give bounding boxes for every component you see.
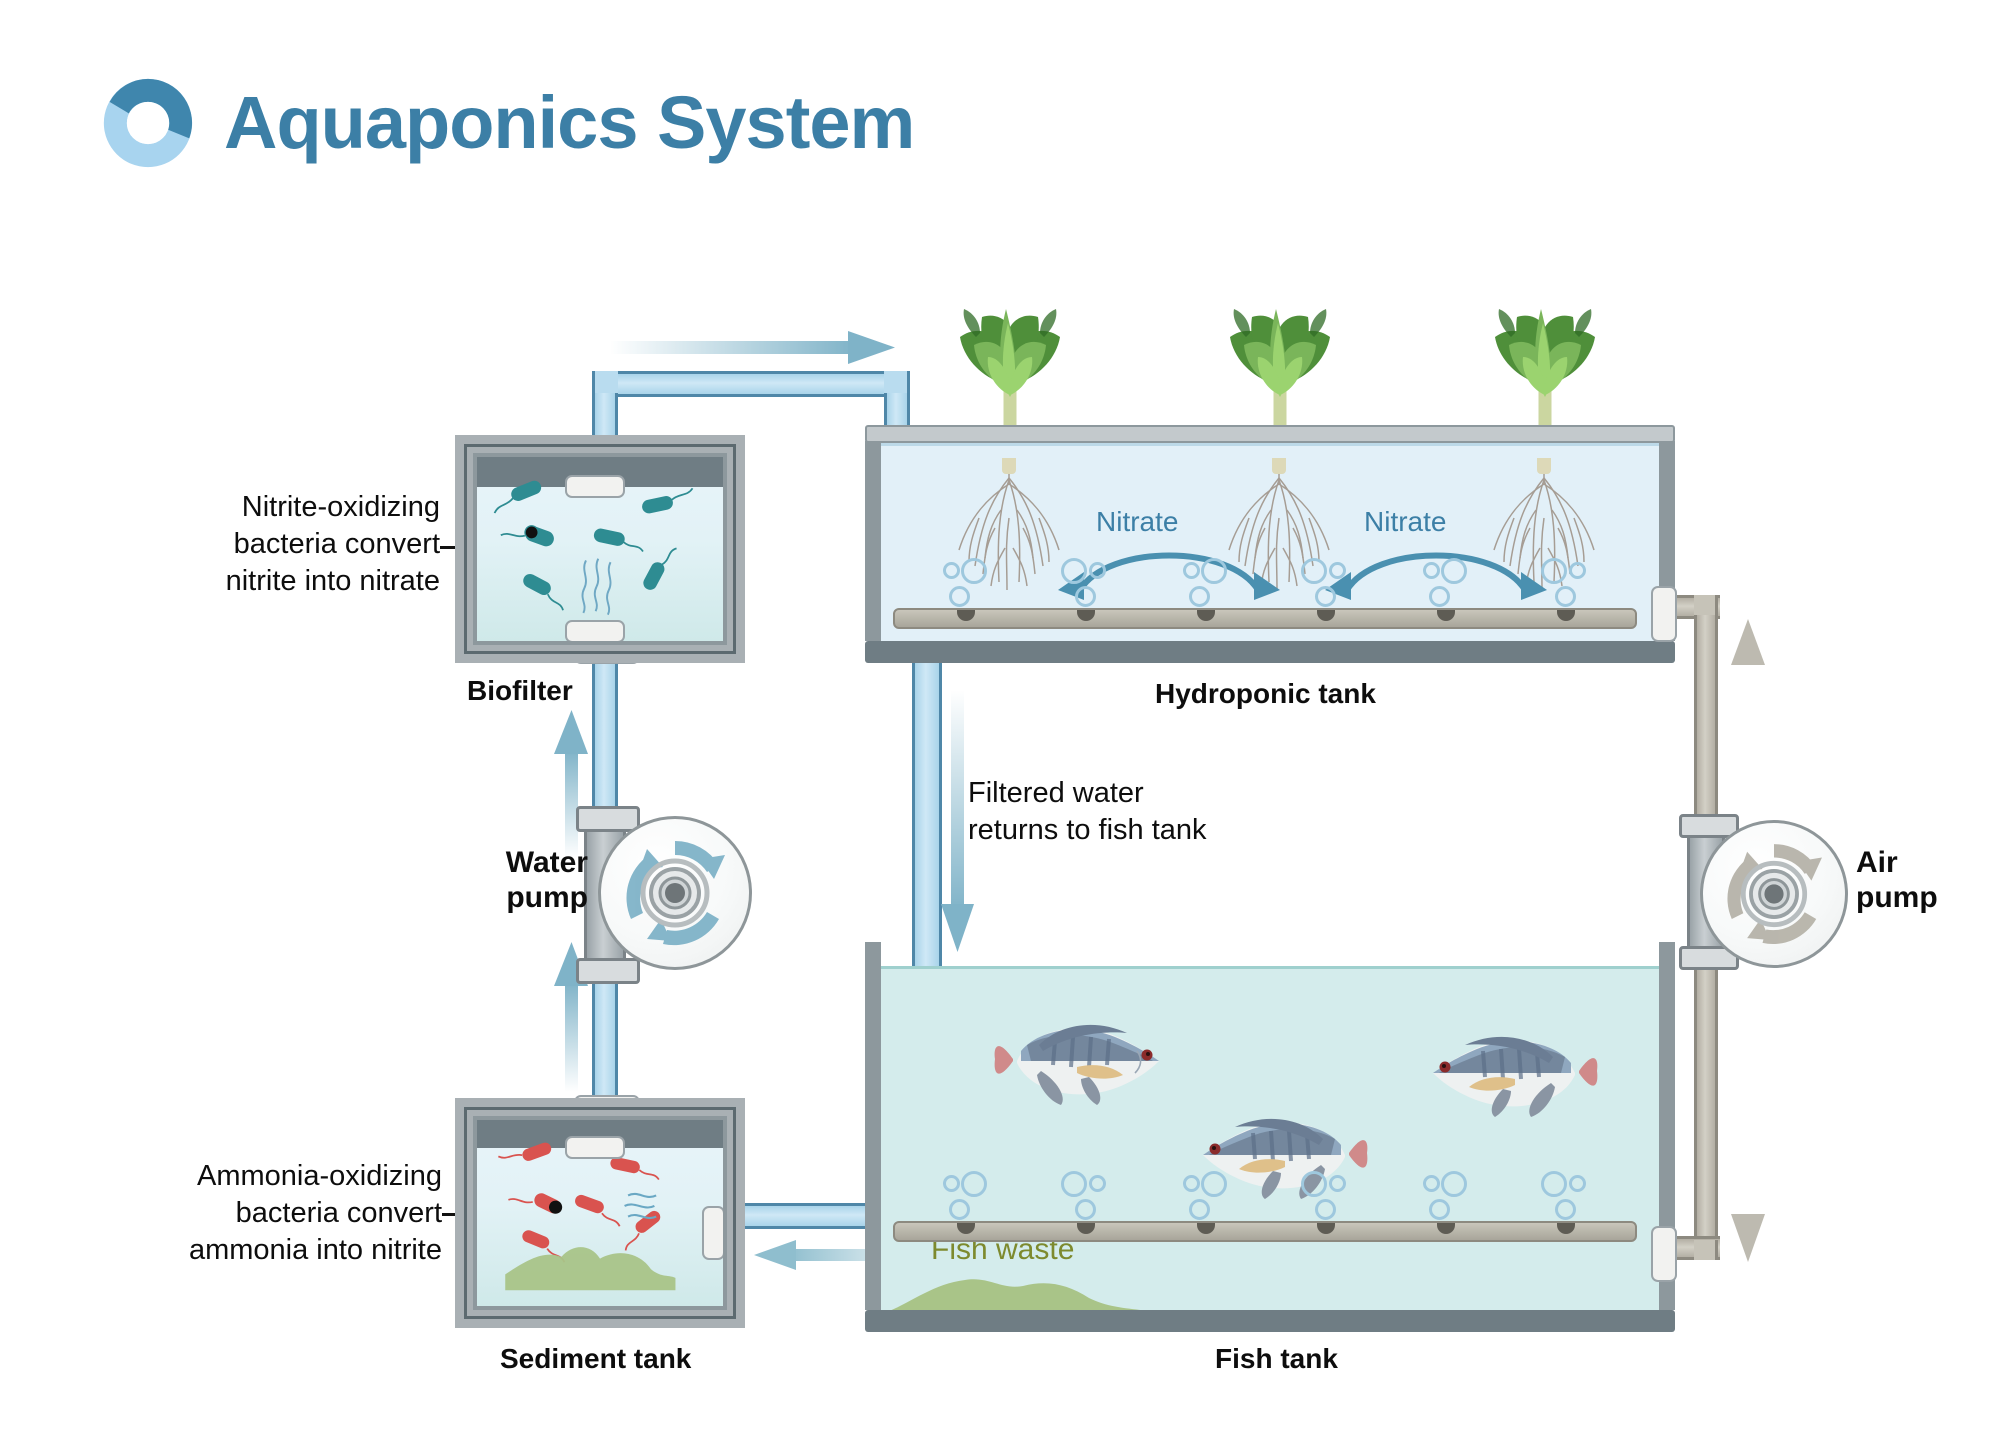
air-pump-arrows xyxy=(1727,844,1822,945)
sediment-tank xyxy=(455,1098,745,1328)
hydroponic-tank: Nitrate Nitrate xyxy=(865,425,1675,675)
plant-roots-1 xyxy=(958,458,1060,591)
fish-tank: Fish waste xyxy=(865,942,1675,1334)
fish-tank-air-diffuser xyxy=(893,1221,1637,1242)
bubble-group-h5 xyxy=(1419,558,1473,608)
fish-1 xyxy=(994,1024,1159,1105)
plant-roots-2 xyxy=(1228,458,1330,591)
air-pump xyxy=(1700,820,1848,968)
ring-logo-icon xyxy=(103,78,193,168)
bubble-group-h4 xyxy=(1299,558,1353,608)
fish-waste-mound xyxy=(883,1279,1164,1313)
page-title: Aquaponics System xyxy=(224,81,915,164)
lettuce-plant-2 xyxy=(1230,309,1330,427)
bubble-group-h6 xyxy=(1539,558,1593,608)
hydroponic-air-collar xyxy=(1651,586,1677,642)
water-pump-cap-top xyxy=(576,806,640,832)
flow-arrow-up-upper xyxy=(554,710,588,858)
label-air-pump: Air pump xyxy=(1856,846,1938,915)
sediment-bacteria-group xyxy=(497,1142,676,1291)
flow-arrow-down-to-fish xyxy=(941,690,974,952)
nitrate-label-right: Nitrate xyxy=(1364,506,1447,537)
water-pump xyxy=(598,816,752,970)
air-arrow-down-dashed xyxy=(1731,1004,1765,1262)
plant-roots-3 xyxy=(1493,458,1595,591)
bubble-group-f1 xyxy=(939,1171,993,1221)
label-biofilter: Biofilter xyxy=(467,675,573,706)
bubble-group-h2 xyxy=(1059,558,1113,608)
lettuce-plant-3 xyxy=(1495,309,1595,427)
bubble-group-f4 xyxy=(1299,1171,1353,1221)
bubble-group-f3 xyxy=(1179,1171,1233,1221)
air-pipe-upper-vertical xyxy=(1694,604,1718,819)
biofilter-tank xyxy=(455,435,745,663)
hydroponic-air-diffuser xyxy=(893,608,1637,629)
air-arrow-up-dashed xyxy=(1731,619,1765,813)
bubble-group-h1 xyxy=(939,558,993,608)
label-fish-tank: Fish tank xyxy=(1215,1343,1338,1374)
nitrate-arrow-right xyxy=(1325,552,1547,600)
annotation-nitrite-oxidizing: Nitrite-oxidizing bacteria convert nitri… xyxy=(225,491,440,598)
annotation-ammonia-oxidizing: Ammonia-oxidizing bacteria convert ammon… xyxy=(188,1160,442,1267)
annotation-filtered-water: Filtered water returns to fish tank xyxy=(968,777,1207,847)
biofilter-bacteria-group xyxy=(493,480,694,616)
label-hydroponic-tank: Hydroponic tank xyxy=(1155,678,1376,709)
water-pump-cap-bottom xyxy=(576,958,640,984)
hydroponic-left-post xyxy=(865,441,881,641)
flow-arrow-to-hydroponic xyxy=(610,331,895,364)
pipe-biofilter-to-hydroponic-top xyxy=(592,371,910,397)
hydroponic-base xyxy=(865,641,1675,663)
fish-tank-left-post xyxy=(865,942,881,1310)
fish-2 xyxy=(1433,1036,1598,1117)
sediment-inlet-collar xyxy=(565,1136,625,1159)
bubble-group-f6 xyxy=(1539,1171,1593,1221)
pipe-hydroponic-to-fish xyxy=(912,630,942,1030)
air-pipe-corner-bottom xyxy=(1694,1240,1718,1260)
label-water-pump: Water pump xyxy=(505,846,588,915)
header: Aquaponics System xyxy=(100,75,915,171)
fish-tank-water: Fish waste xyxy=(881,966,1659,1313)
air-pipe-corner-top xyxy=(1694,595,1718,615)
bubble-group-f5 xyxy=(1419,1171,1473,1221)
hydroponic-lid xyxy=(865,425,1675,443)
fish-tank-air-collar xyxy=(1651,1226,1677,1282)
lettuce-plant-1 xyxy=(960,309,1060,427)
biofilter-outlet-collar xyxy=(565,620,625,641)
sediment-outlet-collar xyxy=(702,1206,723,1260)
fish-tank-base xyxy=(865,1310,1675,1332)
label-sediment-tank: Sediment tank xyxy=(500,1343,692,1374)
biofilter-inlet-collar xyxy=(565,475,625,498)
fish-tank-right-post xyxy=(1659,942,1675,1310)
water-pump-arrows xyxy=(626,840,725,946)
nitrate-label-left: Nitrate xyxy=(1096,506,1179,537)
pipe-corner-right xyxy=(884,371,910,393)
bubble-group-f2 xyxy=(1059,1171,1113,1221)
hydroponic-water: Nitrate Nitrate xyxy=(881,443,1659,644)
pipe-corner-left xyxy=(592,371,618,393)
air-pipe-lower-vertical xyxy=(1694,930,1718,1250)
bubble-group-h3 xyxy=(1179,558,1233,608)
